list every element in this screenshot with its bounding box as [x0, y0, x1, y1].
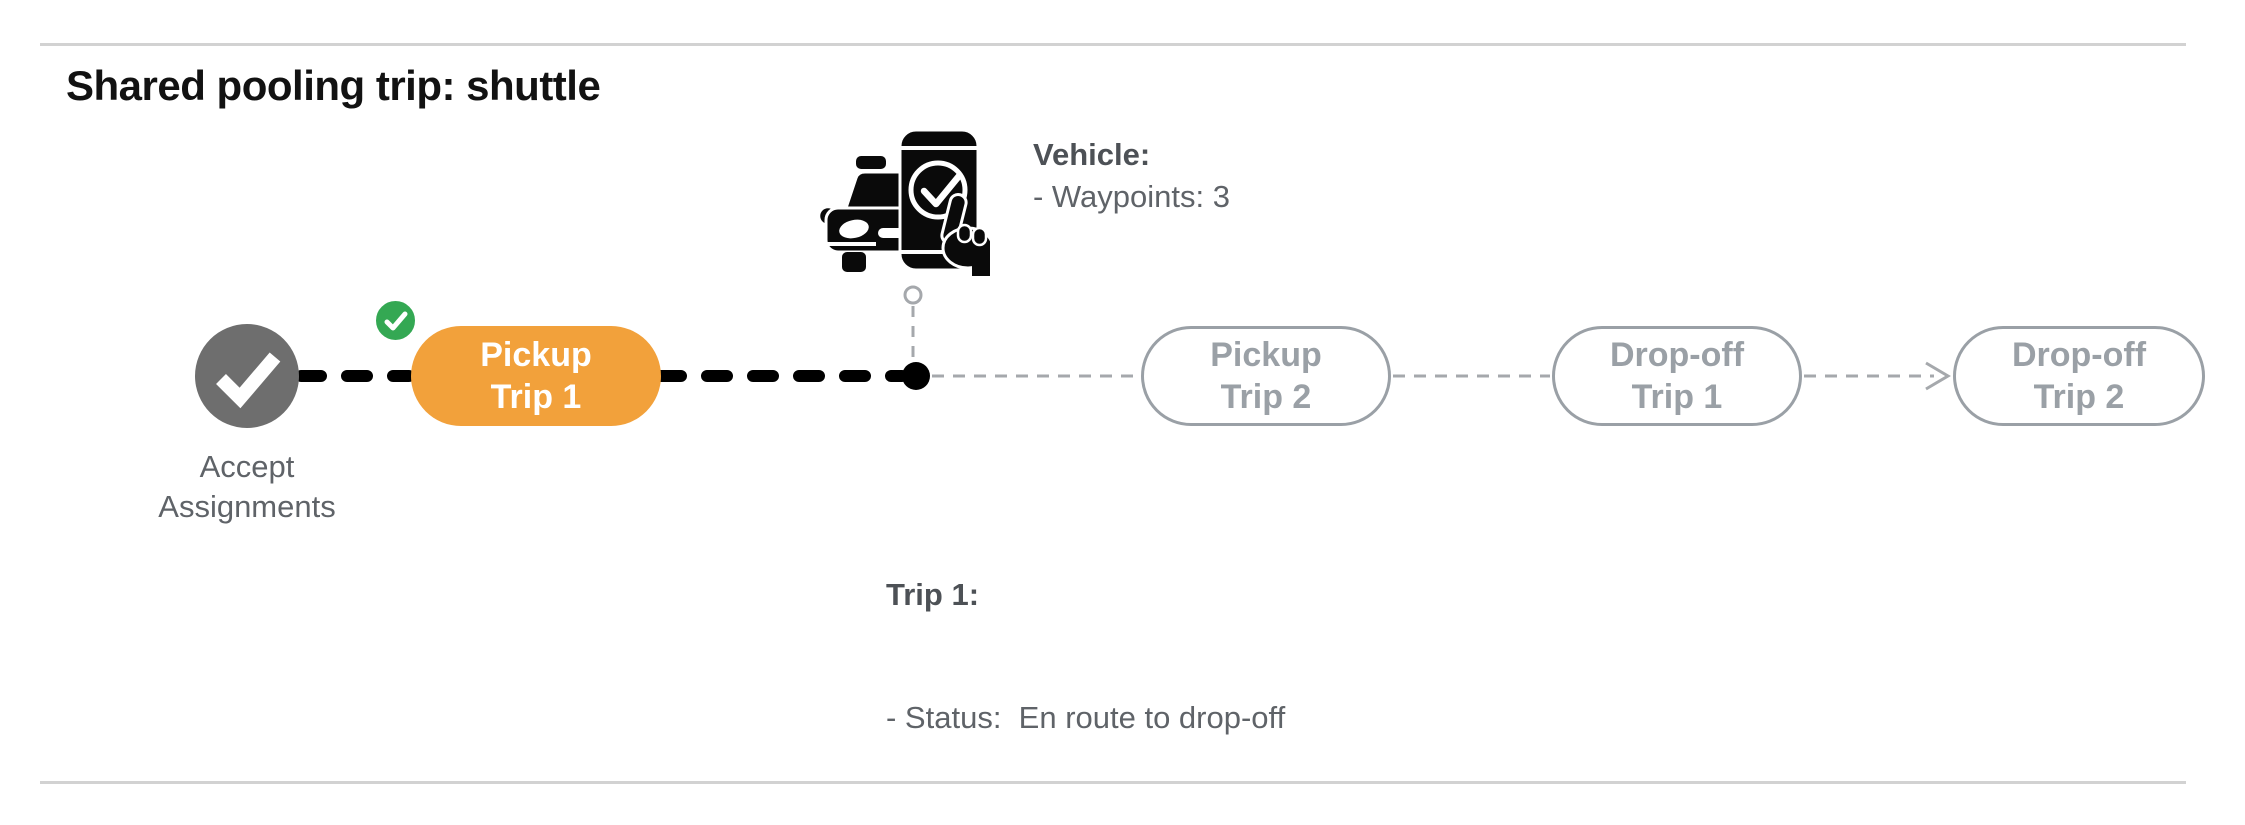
vehicle-info-heading: Vehicle: — [1033, 137, 1151, 172]
pill-line1: Pickup — [1210, 336, 1322, 374]
trip1-status-line: - Status: En route to drop-off — [886, 700, 1286, 735]
label-line1: Accept — [199, 449, 295, 484]
trip1-heading: Trip 1: — [886, 577, 980, 612]
check-badge-icon — [372, 297, 419, 344]
pill-line1: Drop-off — [1609, 336, 1745, 374]
pill-line2: Trip 1 — [490, 378, 582, 416]
bottom-divider — [40, 781, 2186, 784]
trip-info: Trip 1: - Status: En route to drop-off -… — [886, 492, 1285, 825]
stage-pickup-trip1-pill: Pickup Trip 1 — [411, 326, 661, 426]
trip1-remaining-waypoints-line: - Remaining waypoints: 2 — [886, 820, 1285, 825]
label-line2: Assignments — [158, 489, 336, 524]
vehicle-waypoints-line: - Waypoints: 3 — [1033, 179, 1230, 214]
pointing-hand-icon — [940, 193, 990, 276]
check-icon — [384, 311, 407, 330]
page-title: Shared pooling trip: shuttle — [66, 62, 601, 109]
stage-pickup-trip2-pill: Pickup Trip 2 — [1141, 326, 1391, 426]
pill-line2: Trip 2 — [2033, 378, 2125, 416]
arrow-right-icon — [1925, 361, 1951, 391]
taxi-phone-check-icon — [820, 128, 990, 276]
vehicle-info: Vehicle: - Waypoints: 3 — [1033, 134, 1230, 218]
stage-dropoff-trip1-pill: Drop-off Trip 1 — [1552, 326, 1802, 426]
check-icon — [216, 352, 281, 409]
stage-accept-assignments-label: Accept Assignments — [97, 447, 397, 527]
stage-accept-assignments-node — [195, 324, 299, 428]
current-position-dot-icon — [902, 362, 930, 390]
pill-line2: Trip 2 — [1220, 378, 1312, 416]
check-circle-icon — [908, 160, 968, 220]
vehicle-anchor-circle — [903, 285, 923, 305]
stage-dropoff-trip2-pill: Drop-off Trip 2 — [1953, 326, 2205, 426]
pill-line2: Trip 1 — [1631, 378, 1723, 416]
pill-line1: Pickup — [480, 336, 592, 374]
top-divider — [40, 43, 2186, 46]
pill-line1: Drop-off — [2011, 336, 2147, 374]
